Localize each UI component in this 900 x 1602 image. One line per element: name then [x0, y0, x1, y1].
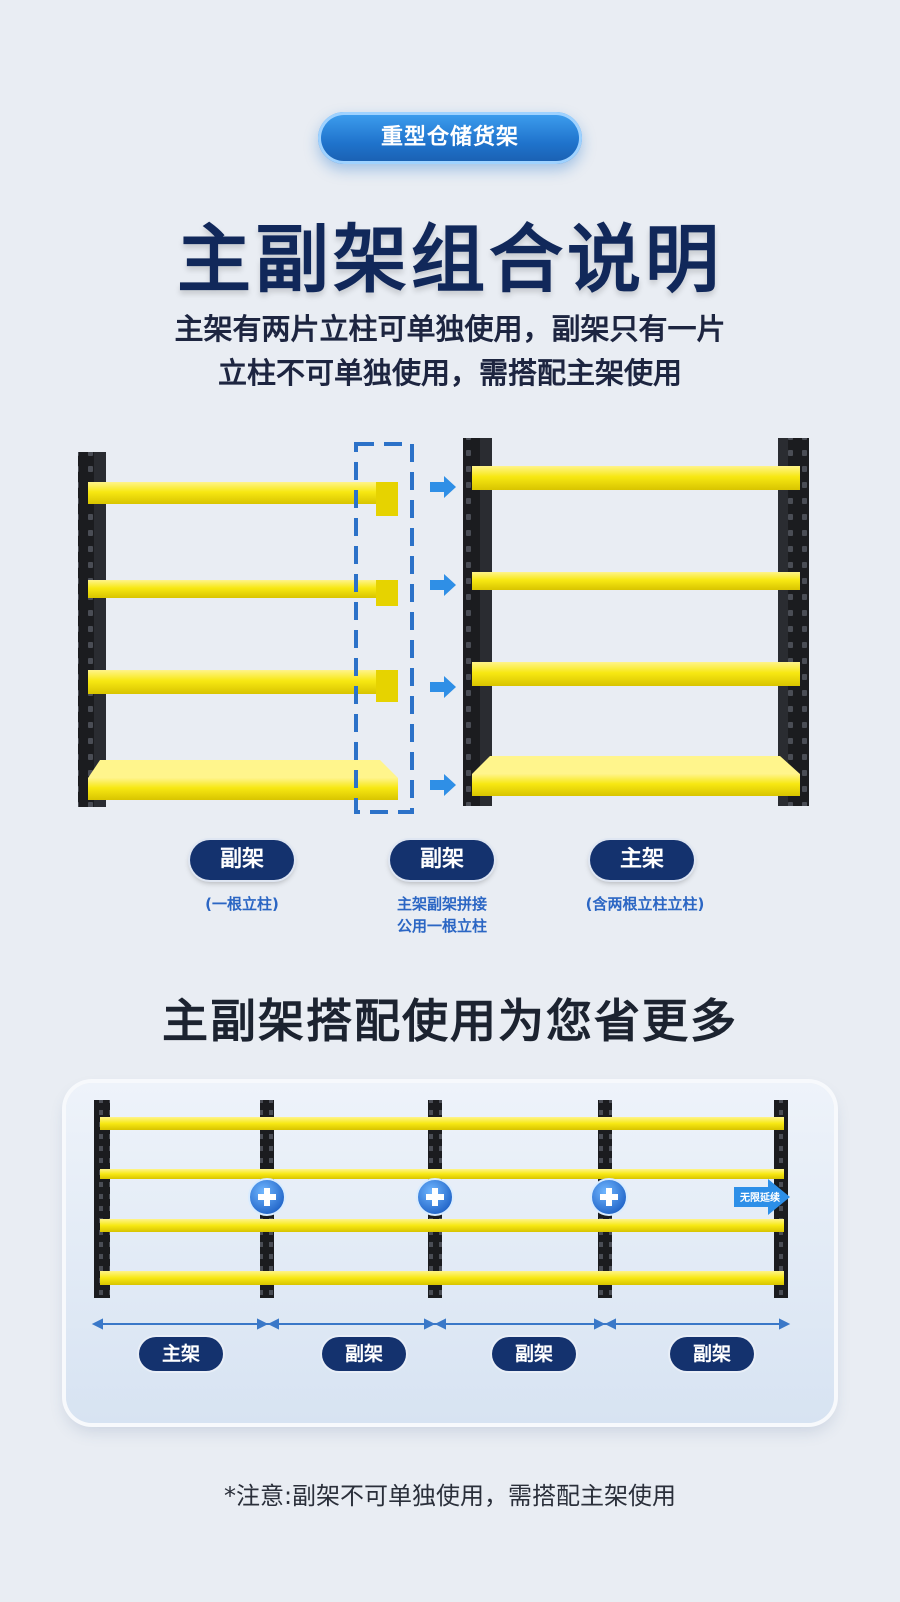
description-line-1: 主架有两片立柱可单独使用，副架只有一片	[174, 312, 726, 346]
sub-frame-tag: 副架	[670, 1337, 754, 1371]
sub-frame-tag: 副架	[322, 1337, 406, 1371]
arrow-icon	[430, 476, 456, 498]
description-line-2: 立柱不可单独使用，需搭配主架使用	[217, 356, 682, 390]
shelf-level	[100, 1117, 784, 1130]
shelf-level	[88, 580, 398, 606]
dimension-line	[91, 1318, 791, 1330]
sub-frame-caption: (一根立柱)	[205, 895, 279, 913]
shelf-level	[100, 1169, 784, 1179]
combination-diagram	[78, 438, 809, 814]
shelf-level	[472, 466, 800, 490]
upright-post	[94, 1100, 110, 1298]
shelf-level	[472, 572, 800, 590]
page-title: 主副架组合说明	[177, 217, 723, 303]
shelf-level	[100, 1219, 784, 1232]
main-frame-caption: (含两根立柱立柱)	[585, 895, 705, 913]
main-frame-tag: 主架	[139, 1337, 223, 1371]
shelf-level	[88, 482, 398, 516]
plus-icon	[416, 1178, 454, 1216]
sub-frame-tag: 副架	[492, 1337, 576, 1371]
extend-label: 无限延续	[739, 1191, 780, 1204]
plus-icon	[248, 1178, 286, 1216]
category-badge: 重型仓储货架	[318, 112, 582, 164]
shelf-level	[88, 670, 398, 702]
arrow-icon	[430, 574, 456, 596]
section-title: 主副架搭配使用为您省更多	[162, 994, 738, 1048]
main-frame-label: 主架	[590, 840, 694, 880]
shelf-level	[472, 756, 800, 796]
main-frame-illustration	[463, 438, 809, 806]
plus-icon	[590, 1178, 628, 1216]
shelf-level	[472, 662, 800, 686]
upright-post	[785, 438, 809, 806]
shared-post-caption-line-1: 主架副架拼接	[396, 895, 487, 913]
shared-post-outline	[354, 442, 414, 814]
shared-sub-frame-label: 副架	[390, 840, 494, 880]
sub-frame-label: 副架	[190, 840, 294, 880]
extend-arrow-icon	[734, 1179, 790, 1215]
extension-diagram: 无限延续	[91, 1100, 791, 1330]
arrow-icon	[430, 676, 456, 698]
arrow-icon	[430, 774, 456, 796]
footer-note: *注意:副架不可单独使用，需搭配主架使用	[223, 1482, 677, 1510]
shelf-level	[88, 760, 398, 800]
shelf-level	[100, 1271, 784, 1285]
shared-post-caption-line-2: 公用一根立柱	[396, 917, 487, 935]
sub-frame-illustration	[78, 452, 398, 807]
